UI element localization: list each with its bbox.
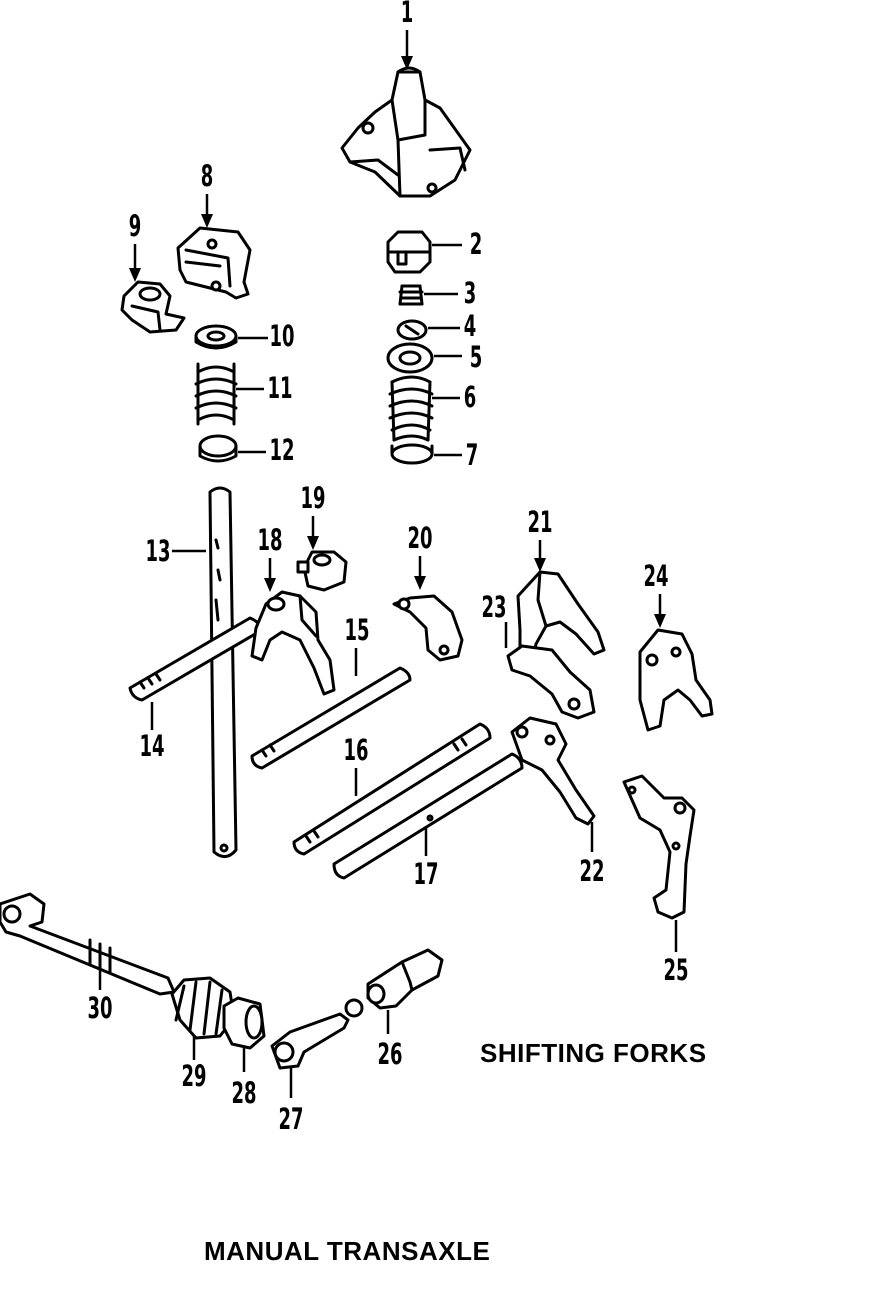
callout-12: 12 <box>269 434 294 468</box>
callout-14: 14 <box>139 730 164 764</box>
leader-19 <box>307 516 319 550</box>
part-8-bracket <box>176 226 252 300</box>
part-23-fork-lever <box>506 644 596 720</box>
part-12-seat <box>198 434 238 463</box>
part-14-shift-rail <box>128 616 264 702</box>
callout-29: 29 <box>181 1060 206 1094</box>
callout-20: 20 <box>407 522 432 556</box>
callout-19: 19 <box>300 482 325 516</box>
callout-21: 21 <box>527 506 552 540</box>
callout-8: 8 <box>201 160 214 194</box>
part-10-washer <box>194 324 238 350</box>
diagram-title: MANUAL TRANSAXLE <box>204 1236 491 1266</box>
callout-2: 2 <box>470 228 483 262</box>
callout-11: 11 <box>267 372 292 406</box>
part-11-spring <box>194 362 238 426</box>
section-caption: SHIFTING FORKS <box>480 1038 707 1068</box>
callout-13: 13 <box>145 535 170 569</box>
callout-17: 17 <box>413 858 438 892</box>
callout-1: 1 <box>401 0 414 29</box>
callout-28: 28 <box>231 1077 256 1111</box>
part-5-retainer-ring <box>386 342 434 374</box>
callout-24: 24 <box>643 560 668 594</box>
callout-27: 27 <box>278 1103 303 1137</box>
leader-18 <box>264 558 276 592</box>
leader-24 <box>654 594 666 628</box>
callout-25: 25 <box>663 954 688 988</box>
part-7-seat <box>390 443 434 465</box>
callout-5: 5 <box>470 341 483 375</box>
callout-6: 6 <box>464 381 477 415</box>
leader-20 <box>414 556 426 590</box>
part-17-shift-rail <box>332 752 524 880</box>
callout-26: 26 <box>377 1038 402 1072</box>
part-18-shift-fork <box>250 590 336 696</box>
callout-4: 4 <box>464 310 477 344</box>
part-1-shift-housing <box>340 66 472 198</box>
part-15-shift-rail <box>250 666 412 770</box>
callout-22: 22 <box>579 855 604 889</box>
callout-3: 3 <box>464 277 477 311</box>
part-24-shift-fork <box>638 628 714 732</box>
part-27-shift-lever <box>270 998 364 1070</box>
callout-23: 23 <box>481 591 506 625</box>
part-28-bushing <box>222 996 266 1050</box>
part-22-shift-arm <box>510 716 596 826</box>
callout-16: 16 <box>343 734 368 768</box>
part-13-main-shaft <box>208 486 238 858</box>
leader-8 <box>201 194 213 228</box>
leader-9 <box>129 244 141 282</box>
callout-18: 18 <box>257 524 282 558</box>
part-30-selector-shaft <box>0 892 176 996</box>
leader-21 <box>534 540 546 572</box>
part-4-clip <box>396 319 428 341</box>
part-16-shift-rail <box>292 722 492 856</box>
leader-1 <box>401 30 413 70</box>
callout-9: 9 <box>129 210 142 244</box>
part-20-shift-lever <box>392 594 464 662</box>
part-2-cap <box>386 230 432 274</box>
part-9-guide-block <box>120 280 186 334</box>
callout-7: 7 <box>466 439 479 473</box>
part-6-spring <box>388 375 434 442</box>
part-25-interlock-plate <box>622 774 696 920</box>
callout-10: 10 <box>269 320 294 354</box>
part-19-selector <box>296 550 348 592</box>
callout-15: 15 <box>344 614 369 648</box>
callout-30: 30 <box>87 992 112 1026</box>
part-3-small-spring <box>398 284 424 306</box>
part-26-end-yoke <box>366 948 444 1010</box>
